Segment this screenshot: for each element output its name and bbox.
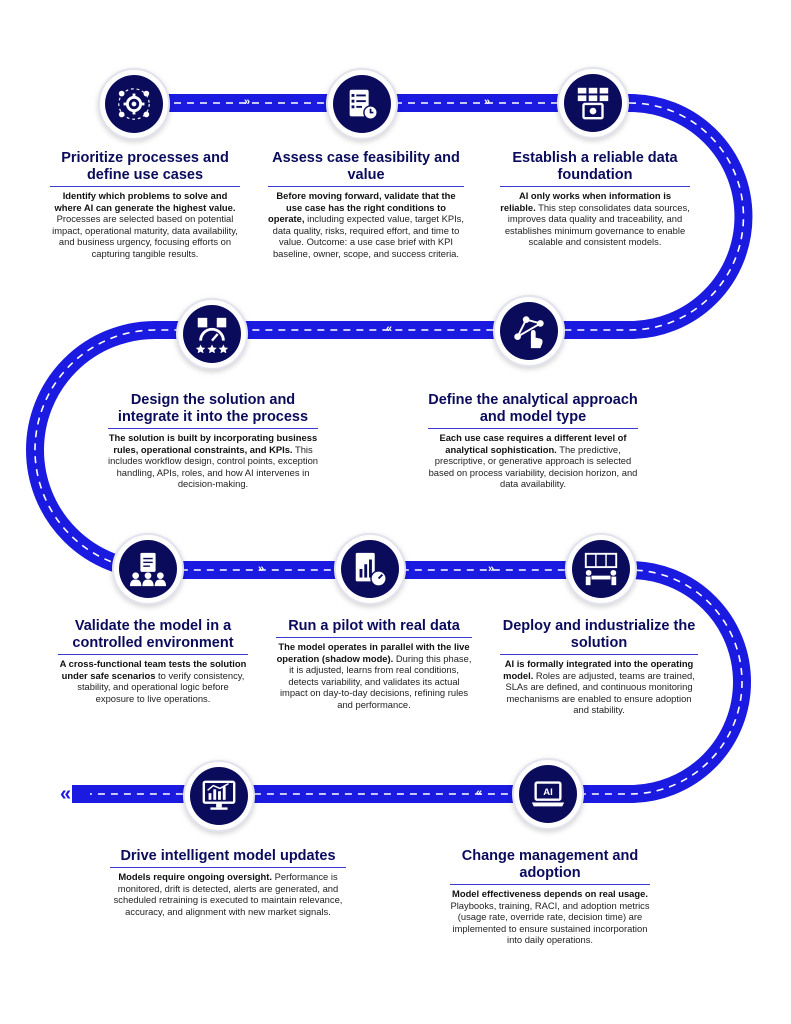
road-chevron: » xyxy=(716,199,729,204)
step-description: Models require ongoing oversight. Perfor… xyxy=(113,871,343,917)
step-1: Prioritize processes and define use case… xyxy=(50,150,240,260)
step-description: Identify which problems to solve and whe… xyxy=(52,190,238,259)
step-divider xyxy=(58,654,248,655)
step-5: Design the solution and integrate it int… xyxy=(108,392,318,490)
monitor-chart-icon xyxy=(202,780,236,810)
step-description: Each use case requires a different level… xyxy=(428,432,638,490)
gears-cycle-icon xyxy=(118,88,150,120)
step-8: Deploy and industrialize the solution AI… xyxy=(500,618,698,716)
road-chevron: » xyxy=(484,96,490,108)
step-4: Define the analytical approach and model… xyxy=(428,392,638,490)
step-title: Drive intelligent model updates xyxy=(120,848,336,864)
step-description: The solution is built by incorporating b… xyxy=(108,432,319,490)
step-5-node xyxy=(176,298,248,370)
road-end-arrow: « xyxy=(60,783,71,805)
step-title: Change management and adoption xyxy=(461,848,639,881)
step-4-node xyxy=(493,295,565,367)
step-description: A cross-functional team tests the soluti… xyxy=(59,658,247,704)
step-description: Before moving forward, validate that the… xyxy=(268,190,464,259)
step-1-node xyxy=(98,68,170,140)
step-2-node xyxy=(326,68,398,140)
step-7: Run a pilot with real data The model ope… xyxy=(276,618,472,711)
road-chevron: « xyxy=(476,787,482,799)
ai-laptop-icon: AI xyxy=(531,781,565,807)
meeting-room-icon xyxy=(584,552,618,586)
road-chevron: « xyxy=(386,323,392,335)
step-title: Run a pilot with real data xyxy=(288,618,460,634)
step-9: Change management and adoption Model eff… xyxy=(450,848,650,946)
step-6-node xyxy=(112,533,184,605)
step-divider xyxy=(500,186,690,187)
road-chevron: » xyxy=(488,563,494,575)
step-divider xyxy=(450,884,650,885)
report-gauge-icon xyxy=(355,552,387,587)
step-title: Prioritize processes and define use case… xyxy=(61,150,229,183)
step-divider xyxy=(50,186,240,187)
step-3: Establish a reliable data foundation AI … xyxy=(500,150,690,248)
step-divider xyxy=(268,186,464,187)
network-hand-icon xyxy=(514,316,544,349)
road-chevron: » xyxy=(258,563,264,575)
step-divider xyxy=(110,867,346,868)
step-title: Define the analytical approach and model… xyxy=(428,392,638,425)
step-title: Design the solution and integrate it int… xyxy=(117,392,309,425)
data-server-icon xyxy=(577,87,609,120)
team-document-icon xyxy=(129,552,167,587)
road-chevron: » xyxy=(720,683,733,688)
step-divider xyxy=(428,428,638,429)
step-description: AI is formally integrated into the opera… xyxy=(503,658,695,716)
svg-text:AI: AI xyxy=(543,787,553,798)
step-3-node xyxy=(557,67,629,139)
step-title: Establish a reliable data foundation xyxy=(512,150,678,183)
step-10: Drive intelligent model updates Models r… xyxy=(110,848,346,917)
step-divider xyxy=(500,654,698,655)
step-description: The model operates in parallel with the … xyxy=(276,641,472,710)
step-title: Validate the model in a controlled envir… xyxy=(72,618,234,651)
step-title: Assess case feasibility and value xyxy=(272,150,460,183)
step-divider xyxy=(276,637,472,638)
step-6: Validate the model in a controlled envir… xyxy=(58,618,248,704)
step-description: Model effectiveness depends on real usag… xyxy=(450,888,650,946)
step-2: Assess case feasibility and value Before… xyxy=(268,150,464,260)
step-title: Deploy and industrialize the solution xyxy=(502,618,696,651)
boxes-gauge-icon xyxy=(195,317,229,353)
step-description: AI only works when information is reliab… xyxy=(500,190,690,248)
road-chevron: » xyxy=(58,449,71,454)
step-7-node xyxy=(334,533,406,605)
step-9-node: AI xyxy=(512,758,584,830)
step-8-node xyxy=(565,533,637,605)
step-10-node xyxy=(183,760,255,832)
checklist-clock-icon xyxy=(349,89,378,120)
step-divider xyxy=(108,428,318,429)
road-chevron: » xyxy=(244,96,250,108)
